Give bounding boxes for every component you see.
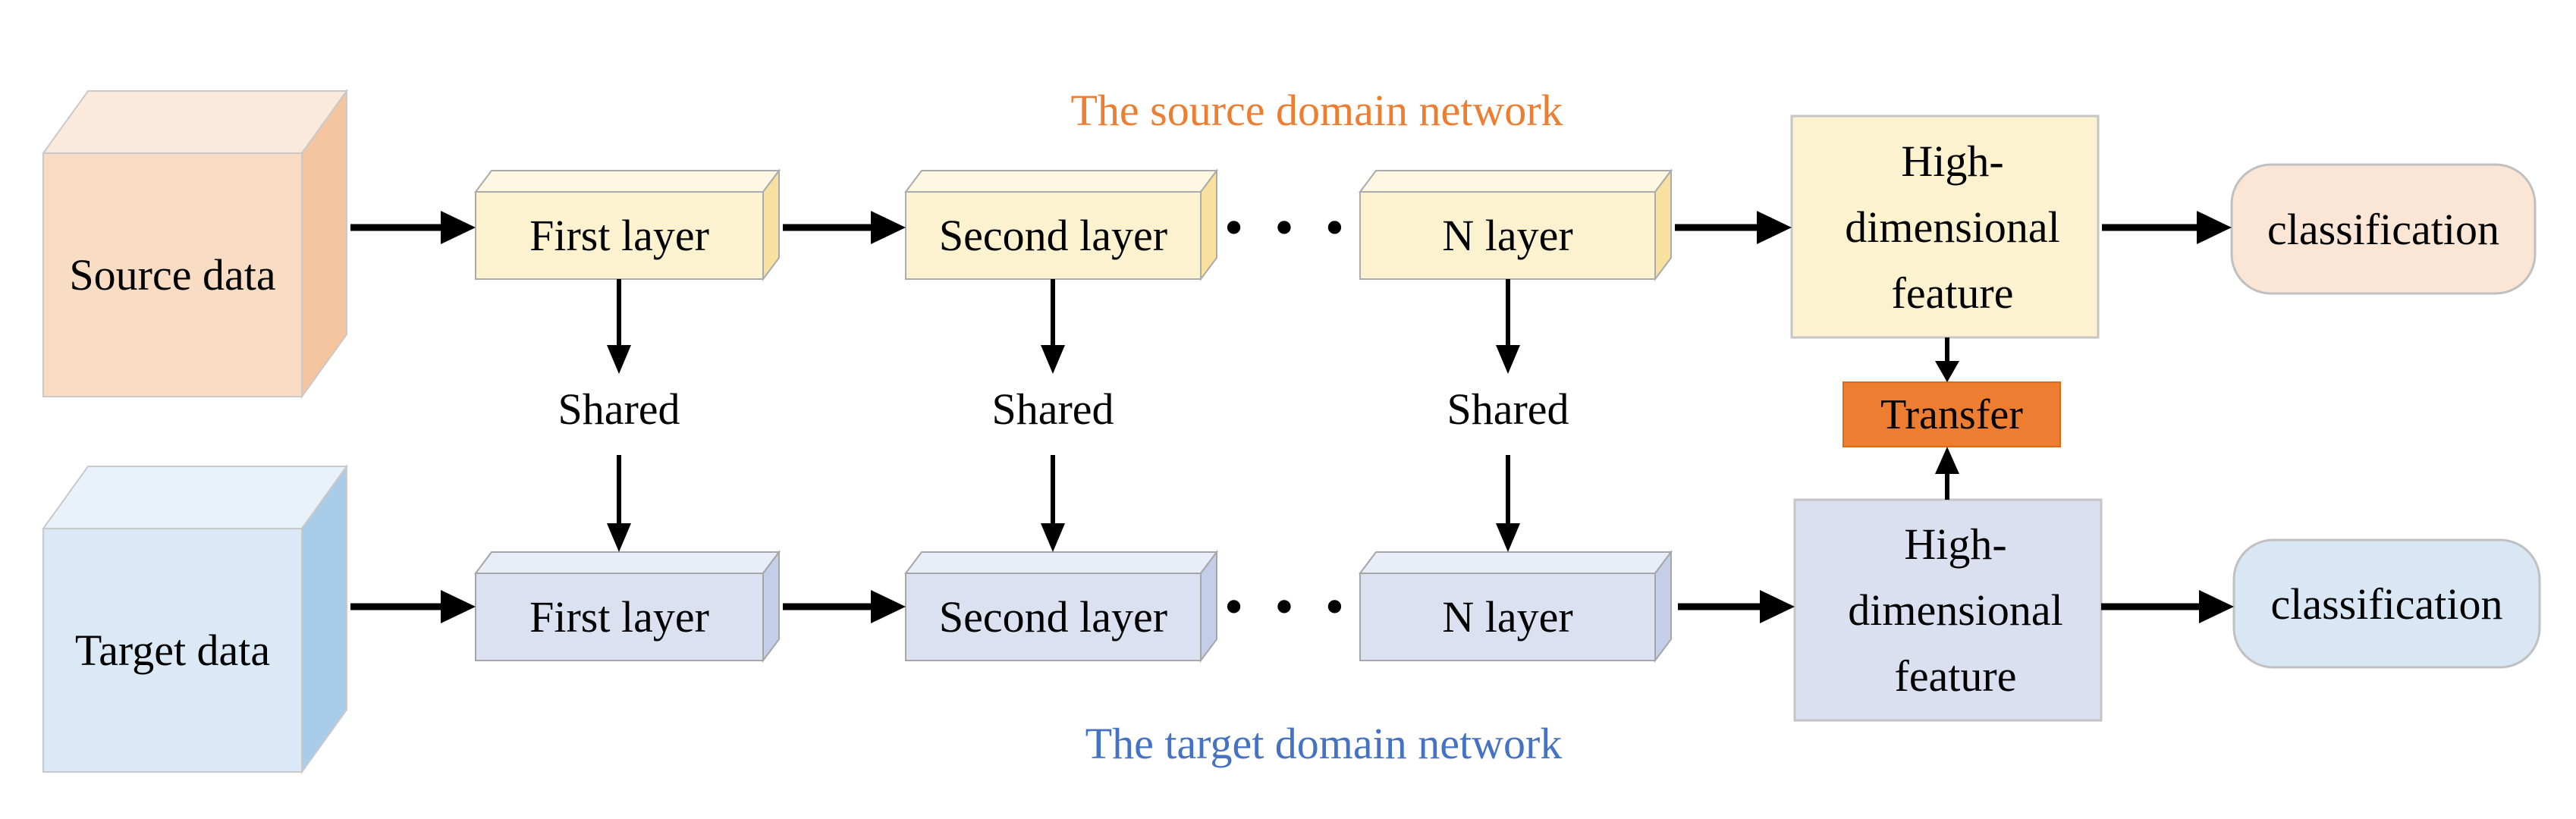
arrow-source-n-layer-to-shared-head [1496,345,1520,374]
source-data-cube-front-face [42,152,303,397]
source-n-layer-top-face [1359,170,1673,193]
shared-label-3: Shared [1447,384,1569,434]
source-feature-box [1790,115,2100,339]
source-ellipsis-dots: • • • [1225,200,1354,254]
source-second-layer-label: Second layer [938,211,1168,260]
source-n-layer-label: N layer [1442,211,1573,260]
target-first-layer-front-face [475,573,764,661]
shared-label-2: Shared [991,384,1114,434]
arrow-shared-to-target-second-layer-head [1041,523,1065,552]
arrow-shared-to-target-first-layer-head [607,523,631,552]
source-first-layer-label: First layer [529,211,709,260]
target-second-layer-top-face [904,551,1218,574]
target-ellipsis-dots: • • • [1225,579,1354,633]
arrow-source-feature-to-transfer-head [1935,361,1959,382]
arrow-source-first-to-second-head [871,211,906,244]
arrow-target-first-to-second-head [871,590,906,623]
target-second-layer-front-face [905,573,1202,661]
target-feature-box [1793,498,2103,722]
target-first-layer-label: First layer [529,592,709,642]
source-n-layer-front-face [1359,191,1656,280]
transfer-box [1842,381,2061,447]
source-feature-label: High-dimensional feature [1845,136,2060,318]
target-second-layer-label: Second layer [938,592,1168,642]
source-classification-label: classification [2267,204,2499,254]
target-feature-label: High-dimensional feature [1848,519,2063,701]
arrow-source-first-layer-to-shared-head [607,345,631,374]
target-data-cube-top-face [42,466,348,529]
source-second-layer-top-face [904,170,1218,193]
target-n-layer-label: N layer [1442,592,1573,642]
target-classification-box [2232,538,2541,669]
arrow-target-feature-to-transfer-head [1935,447,1959,474]
arrow-source-second-layer-to-shared-head [1041,345,1065,374]
target-network-title: The target domain network [1085,719,1563,768]
target-classification-label: classification [2270,579,2503,629]
source-data-label: Source data [69,250,276,300]
transfer-label: Transfer [1880,391,2023,438]
arrow-source-data-to-first-layer-head [441,211,476,244]
target-n-layer-top-face [1359,551,1673,574]
arrow-source-n-layer-to-feature-head [1757,211,1792,244]
target-data-label: Target data [74,626,271,675]
shared-label-1: Shared [558,384,680,434]
arrow-target-n-layer-to-feature-head [1760,590,1795,623]
source-data-cube-top-face [42,90,348,154]
source-network-title: The source domain network [1070,85,1563,135]
source-first-layer-top-face [474,170,781,193]
source-second-layer-front-face [905,191,1202,280]
target-n-layer-front-face [1359,573,1656,661]
target-data-cube-front-face [42,528,303,773]
source-classification-box [2230,163,2537,295]
arrow-target-data-to-first-layer-head [441,590,476,623]
arrow-source-feature-to-classification-head [2197,211,2232,244]
arrow-shared-to-target-n-layer-head [1496,523,1520,552]
arrow-target-feature-to-classification-head [2199,590,2234,623]
target-first-layer-top-face [474,551,781,574]
